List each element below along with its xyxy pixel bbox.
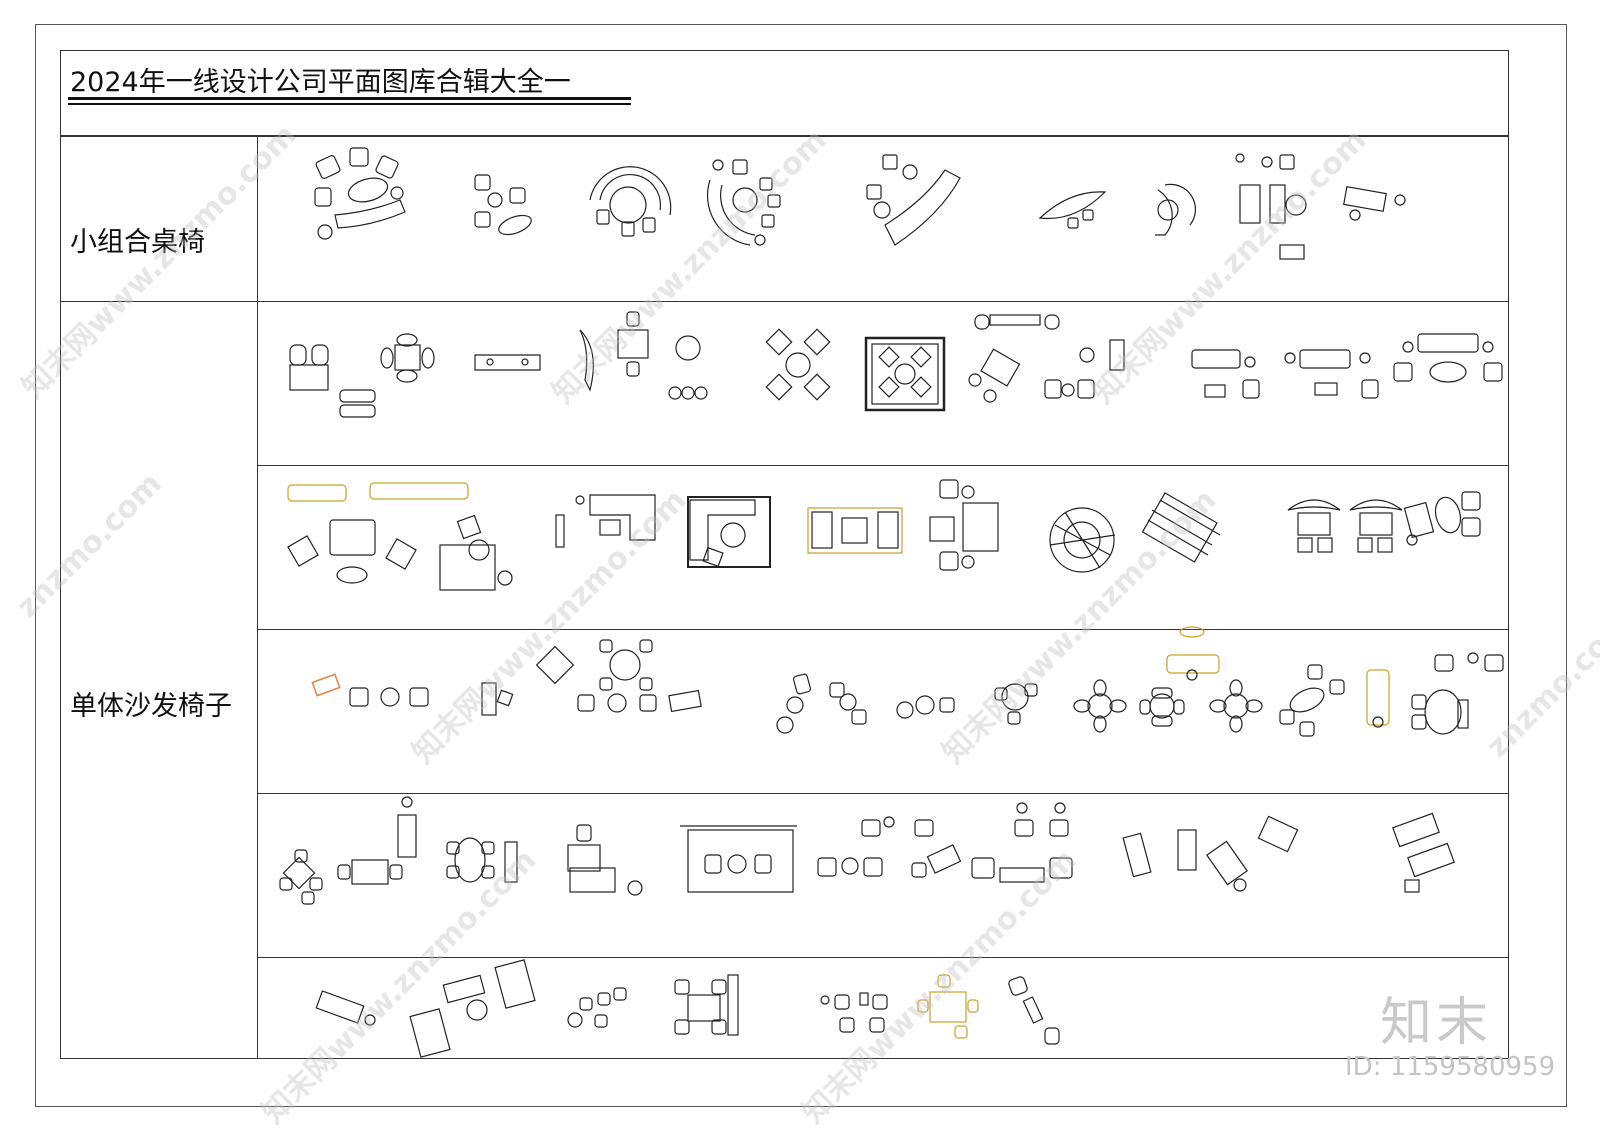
block-rug-sofa-pair [807, 507, 903, 554]
block-sofa-gold-pair [287, 482, 469, 502]
block-curved-sofa-set-3 [866, 154, 961, 246]
block-bed-pair-right [1392, 812, 1455, 893]
block-sofa-set-c [1284, 349, 1379, 399]
block-striped-rug [1141, 492, 1221, 563]
block-lounge-set-c [971, 802, 1073, 883]
row-divider-4 [258, 793, 1509, 794]
block-chairs-small-set [567, 987, 627, 1028]
block-oval-table-chairs-a [446, 837, 518, 883]
block-oval-chairs-d [1279, 664, 1345, 737]
block-sofa-set-f [929, 479, 999, 571]
block-chair-trio-diagonal [1008, 976, 1060, 1045]
block-conference-area [680, 825, 797, 893]
block-desk-set [1235, 153, 1307, 260]
block-square-chair-set [765, 328, 831, 401]
block-sofa-diagonal [315, 990, 376, 1026]
block-rug-lounge-set [864, 336, 946, 412]
title-underline-thick [68, 97, 631, 100]
block-dining-set-b [579, 311, 708, 400]
block-leaf-table-chairs [1038, 191, 1107, 229]
block-round-booth [589, 166, 672, 237]
block-curved-sofa-set-1 [314, 147, 406, 240]
block-sofa-set-e [287, 514, 513, 591]
block-sofa-set-d [1393, 333, 1503, 383]
block-round-chair [1155, 183, 1197, 236]
block-bench-b [968, 314, 1060, 403]
category-single-sofa-chairs: 单体沙发椅子 [70, 691, 232, 722]
page-title: 2024年一线设计公司平面图库合辑大全一 [70, 67, 571, 98]
block-round-table-chairs-b [1073, 679, 1127, 733]
block-l-sofa-a [555, 494, 656, 548]
id-watermark: ID: 1159580959 [1345, 1052, 1556, 1082]
block-desk-chair-b [567, 824, 643, 896]
block-square-table-4-chairs [674, 974, 739, 1036]
block-desk-chair-a [481, 682, 514, 716]
brand-watermark: 知末 [1380, 993, 1493, 1053]
block-orange-bench [311, 673, 341, 697]
block-lounge-oval-set [1403, 491, 1481, 546]
block-lounge-set-d [820, 992, 888, 1033]
row-divider-5 [258, 957, 1509, 958]
drawing-frame [35, 24, 1567, 1107]
block-plant-circle [1049, 507, 1116, 573]
block-sofa-set-a [1044, 339, 1125, 399]
category-divider [257, 136, 258, 1059]
block-square-table-chairs-a [279, 849, 323, 905]
row-divider-3 [258, 629, 1509, 630]
block-rug-l-sofa [687, 496, 771, 568]
block-lounge-set-b [817, 816, 962, 878]
block-gold-lounge [1366, 669, 1390, 728]
block-beds-group [1122, 815, 1299, 892]
block-sofa-set-b [1191, 349, 1260, 399]
block-bench-a [474, 354, 541, 371]
title-underline-thin [68, 103, 631, 105]
block-round-table-chairs-c [1139, 679, 1263, 733]
row-divider-2 [258, 465, 1509, 466]
block-round-table-lounge [1411, 652, 1504, 735]
block-gold-dining-set [917, 974, 979, 1039]
block-curved-sofa-set-2 [706, 159, 781, 246]
block-desk-chairs-a [337, 796, 417, 885]
catalog-grid [60, 136, 1509, 1059]
block-chair-pair-a [349, 687, 429, 707]
block-round-table-chairs-a [994, 683, 1038, 725]
block-chair-set-b [776, 673, 955, 734]
block-gold-sofa-pair [1166, 626, 1220, 681]
category-small-table-chair-sets: 小组合桌椅 [70, 227, 205, 258]
row-divider-1 [60, 301, 1509, 302]
block-dining-set-a [289, 333, 435, 418]
block-lounge-chairs-round-table [474, 174, 532, 236]
block-lounge-bed [1343, 185, 1406, 221]
block-shell-chairs-pair [1287, 499, 1403, 553]
block-beds-pair-b [409, 959, 536, 1058]
block-dining-square-4 [535, 639, 702, 713]
title-block [60, 50, 1509, 136]
